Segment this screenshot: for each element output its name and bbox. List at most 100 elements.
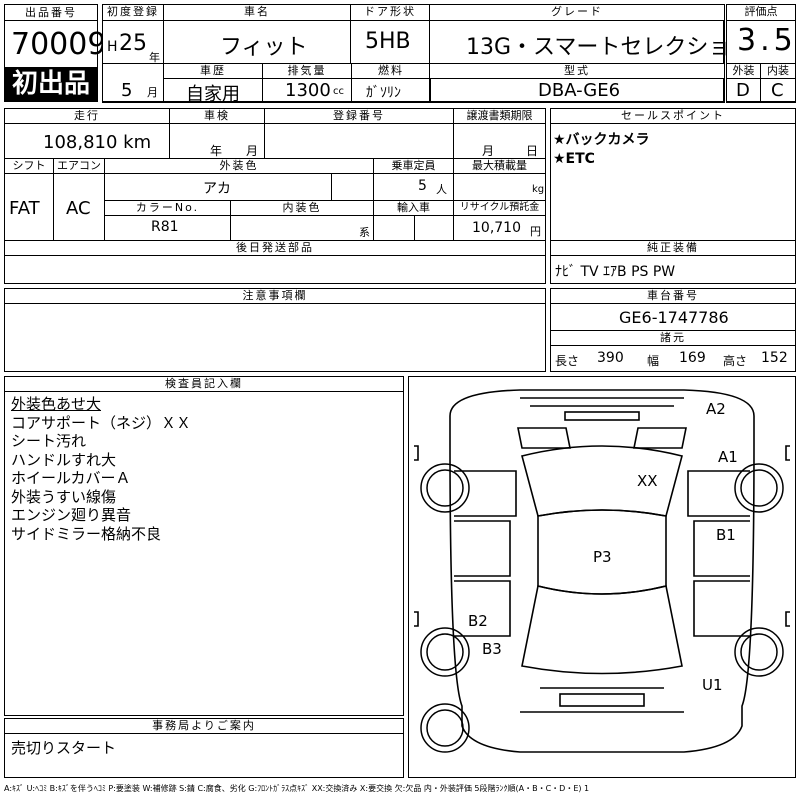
inspector-box: 検査員記入欄 外装色あせ大 コアサポート（ネジ）ＸＸ シート汚れ ハンドルすれ大…	[4, 376, 404, 716]
height: 152	[761, 350, 788, 366]
height-label: 高さ	[723, 354, 748, 368]
model-cell: DBA-GE6	[429, 78, 725, 103]
mark-b3: B3	[482, 640, 502, 658]
inspector-line: ハンドルすれ大	[11, 450, 117, 469]
displacement-label: 排気量	[262, 63, 352, 79]
header-grid: 初度登録 車名 ドア形状 グレード H 25 年 フィット 5HB 13G・スマ…	[102, 4, 752, 105]
door-label: ドア形状	[350, 4, 430, 21]
reg-year: 25	[119, 31, 147, 56]
inspection-cell: 年 月	[169, 123, 265, 159]
headlights	[517, 427, 687, 449]
import-label: 輸入車	[373, 200, 454, 216]
mileage: 108,810 km	[43, 132, 152, 153]
interior: C	[771, 80, 784, 101]
max-load-label: 最大積載量	[453, 158, 546, 174]
recycle-cell: 10,710 円	[453, 215, 546, 241]
reg-number-cell	[264, 123, 454, 159]
score: 3.5	[737, 23, 797, 58]
transfer-cell: 月 日	[453, 123, 546, 159]
int-color-label: 内装色	[230, 200, 374, 216]
ac: AC	[66, 198, 91, 219]
later-parts-cell	[4, 255, 546, 283]
mark-b2: B2	[468, 612, 488, 630]
door: 5HB	[365, 29, 411, 54]
inspector-line: 外装うすい線傷	[11, 487, 117, 506]
capacity-label: 乗車定員	[373, 158, 454, 174]
inspector-line: コアサポート（ネジ）ＸＸ	[11, 413, 192, 432]
windshield	[521, 445, 683, 517]
office-value: 売切りスタート	[11, 739, 117, 757]
left-side-panels	[454, 470, 517, 637]
import-cell-a	[373, 215, 415, 241]
office-box: 事務局よりご案内 売切りスタート	[4, 718, 404, 778]
model-label: 型式	[429, 63, 725, 79]
mark-xx: XX	[637, 472, 658, 490]
history-cell: 自家用	[163, 78, 263, 105]
grade: 13G・スマートセレクション	[466, 35, 753, 60]
car-diagram: A2 A1 XX B1 P3 B2 B3 U1	[414, 389, 790, 753]
chassis-number: GE6-1747786	[619, 308, 729, 327]
reg-year-unit: 年	[149, 51, 160, 64]
capacity: 5	[418, 178, 427, 194]
mark-b1: B1	[716, 526, 736, 544]
max-load-unit: kg	[532, 184, 545, 195]
displacement-unit: cc	[333, 86, 344, 97]
sales-point-item: ★ETC	[553, 151, 595, 167]
reg-month-unit: 月	[147, 86, 158, 99]
first-listing-badge: 初出品	[5, 67, 97, 101]
transfer-label: 譲渡書類期限	[453, 108, 546, 124]
lot-number-label: 出品番号	[4, 4, 98, 21]
mark-a1: A1	[718, 448, 738, 466]
front-grille	[564, 411, 640, 421]
first-reg-year-cell: H 25 年	[102, 20, 164, 64]
recycle-label: リサイクル預託金	[453, 200, 546, 216]
inspector-line: エンジン廻り異音	[11, 506, 132, 524]
color-no-label: カラーNo.	[104, 200, 231, 216]
rear-bumper	[520, 687, 684, 713]
color-no: R81	[151, 219, 179, 235]
inspection-label: 車検	[169, 108, 265, 124]
sales-points-box: セールスポイント ★バックカメラ ★ETC 純正装備 ﾅﾋﾞ TV ｴｱB PS…	[550, 108, 796, 284]
score-box: 評価点 3.5 外装 内装 D C	[726, 4, 797, 103]
car-name-cell: フィット	[163, 20, 351, 64]
details-grid: 走行 車検 登録番号 譲渡書類期限 108,810 km 年 月 月 日 シフト…	[4, 108, 546, 284]
length-label: 長さ	[555, 354, 580, 368]
displacement-cell: 1300 cc	[262, 78, 352, 103]
car-name: フィット	[220, 35, 308, 60]
int-color-unit: 系	[359, 226, 370, 239]
era: H	[107, 39, 118, 55]
mark-a2: A2	[706, 400, 726, 418]
inspection-month-unit: 月	[246, 144, 259, 158]
inspection-year-unit: 年	[210, 144, 223, 158]
door-cell: 5HB	[350, 20, 430, 64]
inspector-line: サイドミラー格納不良	[11, 524, 162, 543]
mileage-cell: 108,810 km	[4, 123, 170, 159]
inspector-line: ホイールカバーＡ	[11, 469, 131, 487]
mark-u1: U1	[702, 676, 723, 694]
inspector-line: シート汚れ	[11, 432, 87, 450]
mark-p3: P3	[593, 548, 612, 566]
int-color-cell: 系	[230, 215, 374, 241]
import-cell-b	[414, 215, 454, 241]
grade-label: グレード	[429, 4, 725, 21]
ext-color-label: 外装色	[104, 158, 374, 174]
later-parts-label: 後日発送部品	[4, 240, 546, 256]
car-name-label: 車名	[163, 4, 351, 21]
width-label: 幅	[647, 354, 660, 368]
history: 自家用	[186, 84, 240, 105]
ac-label: エアコン	[53, 158, 105, 174]
inspector-label: 検査員記入欄	[4, 376, 404, 392]
capacity-cell: 5 人	[373, 173, 454, 201]
rear-window	[521, 585, 683, 675]
reg-month-cell: 5 月	[102, 63, 164, 103]
rear-plate	[559, 693, 645, 707]
model: DBA-GE6	[538, 80, 621, 101]
office-label: 事務局よりご案内	[4, 718, 404, 734]
exterior-cell: D	[726, 78, 761, 103]
displacement: 1300	[285, 80, 331, 101]
transfer-month-unit: 月	[482, 144, 495, 158]
lot-number-box: 出品番号 70009 初出品	[4, 4, 106, 102]
history-label: 車歴	[163, 63, 263, 79]
right-side-panels	[687, 470, 750, 637]
equipment-value: ﾅﾋﾞ TV ｴｱB PS PW	[555, 264, 676, 280]
